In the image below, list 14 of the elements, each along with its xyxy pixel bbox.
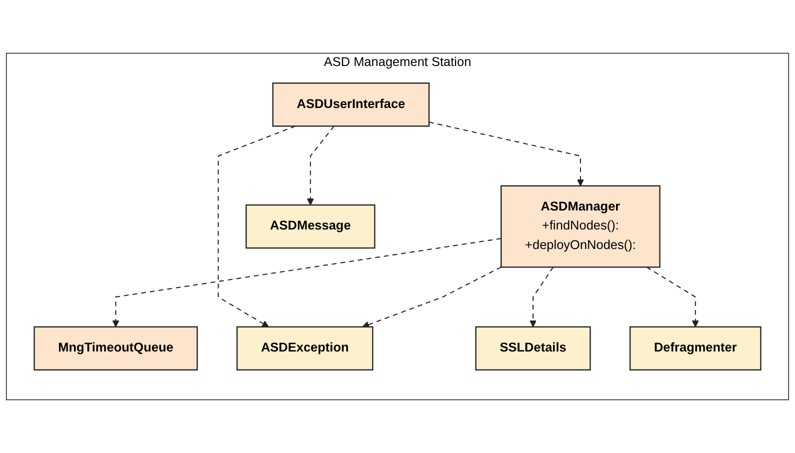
arrow	[530, 266, 554, 328]
arrow	[428, 122, 584, 186]
node-box: ASDException	[236, 326, 374, 370]
node-box: ASDManager +findNodes(): +deployOnNodes():	[500, 185, 660, 268]
node-box: ASDUserInterface	[272, 82, 430, 127]
node-box: MngTimeoutQueue	[34, 326, 198, 370]
node-box: Defragmenter	[629, 326, 762, 370]
arrow	[306, 126, 334, 206]
arrow	[646, 266, 699, 328]
node-box: ASDMessage	[246, 204, 376, 249]
node-box: SSLDetails	[475, 326, 591, 370]
arrow	[362, 266, 502, 328]
arrow	[218, 126, 296, 328]
arrow	[112, 238, 502, 328]
